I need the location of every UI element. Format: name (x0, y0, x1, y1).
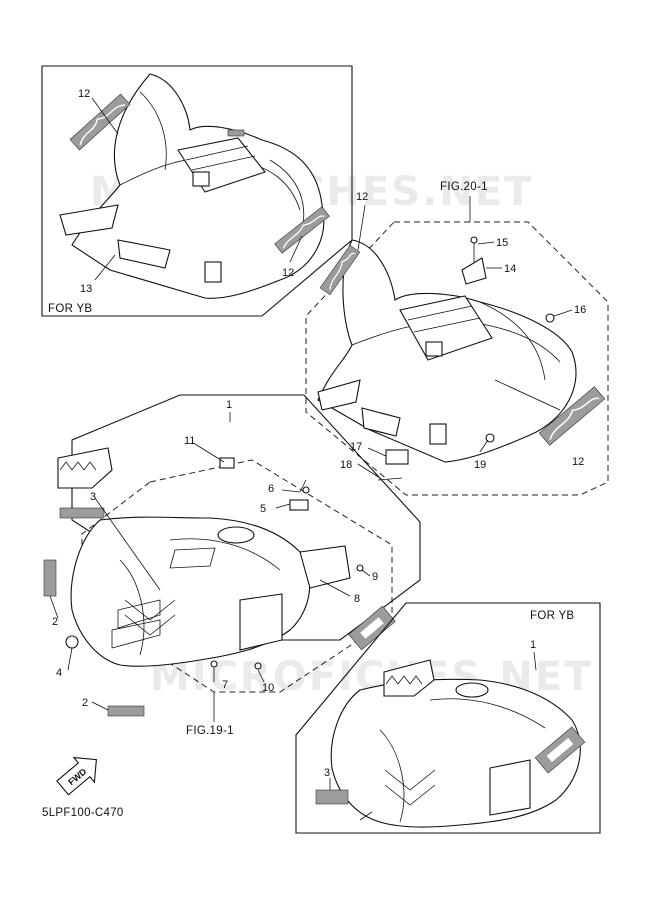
callout-12-rear-a: 12 (356, 191, 368, 203)
inset-caption-top-left: FOR YB (48, 303, 92, 315)
callout-12-yb-a: 12 (78, 88, 90, 100)
callout-5: 5 (260, 503, 266, 515)
battery (425, 341, 443, 357)
rear-fender-group: FIG.20-1 (305, 181, 609, 496)
decal-12-rear-left (319, 244, 361, 296)
clip-9 (356, 564, 364, 572)
battery-yb (192, 171, 210, 187)
mudflap-right (361, 407, 401, 437)
callout-19: 19 (474, 459, 486, 471)
fender-edge-decal (57, 447, 113, 489)
nut-7 (210, 660, 218, 668)
callout-10: 10 (262, 682, 274, 694)
yamaha-badge-yb (227, 129, 245, 137)
fuel-cap-opening-yb (455, 682, 489, 698)
callout-12-yb-b: 12 (282, 267, 294, 279)
inset-bottom-right: FOR YB 1 3 (295, 602, 601, 834)
reflector-4 (65, 635, 79, 649)
reflector-plate-yb (204, 261, 222, 283)
decal-2-bottom (107, 705, 145, 717)
callout-9: 9 (372, 571, 378, 583)
callout-8: 8 (354, 593, 360, 605)
mudflap-left (317, 379, 361, 411)
front-fender-dashed-frame (81, 459, 393, 693)
callout-2-a: 2 (52, 616, 58, 628)
panel-8 (299, 545, 351, 589)
decal-12-rear-right (538, 386, 606, 446)
inset-caption-bottom-right: FOR YB (530, 610, 574, 622)
callout-18: 18 (340, 459, 352, 471)
plate-5 (289, 499, 309, 511)
fender-side-panel (239, 593, 283, 651)
callout-12-rear-b: 12 (572, 456, 584, 468)
fig-ref-front: FIG.19-1 (186, 725, 234, 737)
callout-3: 3 (90, 491, 96, 503)
front-fender (70, 516, 311, 667)
callout-4: 4 (56, 667, 62, 679)
fender-edge-decal-yb (383, 659, 435, 697)
fuel-cap-opening (217, 526, 255, 544)
callout-6: 6 (268, 483, 274, 495)
decal-yamaha-side (348, 605, 396, 651)
callout-2-b: 2 (82, 697, 88, 709)
fig-ref-rear: FIG.20-1 (440, 181, 488, 193)
callout-14: 14 (504, 263, 516, 275)
callout-13: 13 (80, 283, 92, 295)
decal-3-yb (315, 789, 349, 805)
inset-frame-bottom (295, 602, 601, 834)
bolt-6 (299, 479, 307, 493)
decal-12-yb-right (274, 206, 330, 254)
callout-1: 1 (226, 399, 232, 411)
plate-17 (385, 449, 409, 465)
storage-box (399, 295, 493, 361)
decal-2-vertical (43, 559, 57, 597)
rear-fender-dashed-frame (305, 221, 609, 496)
decal-yamaha-side-yb (534, 726, 586, 774)
decal-3 (59, 507, 105, 519)
mudflap-yb-right (117, 239, 171, 269)
callout-15: 15 (496, 237, 508, 249)
callout-17: 17 (350, 441, 362, 453)
reflector-plate (429, 423, 447, 445)
front-fender-group: 1 (43, 394, 421, 737)
clip-16 (545, 313, 555, 323)
forward-arrow-icon: FWD (56, 756, 97, 796)
plate-11 (219, 457, 235, 469)
callout-11: 11 (184, 435, 195, 447)
mudflap-yb-left (59, 204, 119, 236)
callout-1-yb: 1 (530, 639, 536, 651)
callout-3-yb: 3 (324, 767, 330, 779)
diagram-code: 5LPF100-C470 (42, 807, 124, 819)
callout-7: 7 (222, 679, 228, 691)
decal-12-yb-left (69, 93, 131, 151)
label-14 (461, 257, 487, 285)
callout-16: 16 (574, 304, 586, 316)
fender-side-panel-yb (489, 759, 531, 816)
nut-10 (254, 662, 262, 670)
inset-top-left: FOR YB 12 12 13 (41, 65, 353, 317)
inset-frame (41, 65, 353, 317)
